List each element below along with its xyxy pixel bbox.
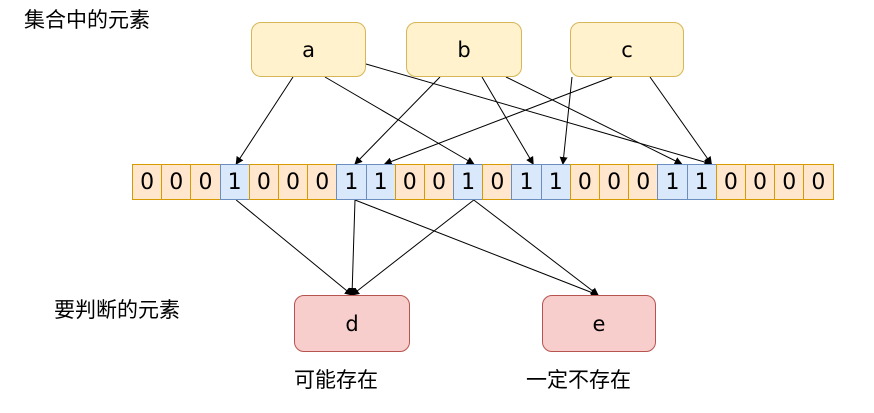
bit-cell: 0 [482,164,513,200]
bit-cell: 0 [774,164,805,200]
arrow-bit-to-d [348,199,357,296]
bit-cell: 0 [628,164,659,200]
maybe-exists-label: 可能存在 [294,368,378,392]
arrow-bit-to-e [354,199,599,297]
bit-cell: 0 [307,164,338,200]
query-element-d: d [294,295,410,352]
bit-cell: 0 [744,164,776,200]
bit-cell: 0 [423,164,455,200]
bit-cell: 1 [453,164,484,200]
arrow-b-to-bit [505,76,683,165]
bit-cell: 0 [190,164,221,200]
bit-cell: 0 [248,164,279,200]
arrow-bit-to-d [351,199,475,296]
arrow-b-to-bit [354,76,441,165]
set-element-b: b [406,22,522,77]
bit-cell: 0 [132,164,163,200]
definitely-not-exists-label: 一定不存在 [526,368,631,392]
bit-cell: 0 [394,164,425,200]
arrow-b-to-bit [481,76,534,165]
arrow-c-to-bit [383,76,613,166]
arrow-c-to-bit [649,76,712,165]
set-element-c: c [570,22,684,77]
arrow-a-to-bit [324,76,475,165]
bit-cell: 1 [511,164,542,200]
bit-cell: 1 [657,164,688,200]
query-elements-label: 要判断的元素 [54,298,180,322]
bit-cell: 1 [540,164,571,200]
bit-cell: 1 [686,164,717,200]
bit-cell: 0 [161,164,192,200]
arrow-a-to-bit [365,63,713,166]
bit-cell: 0 [715,164,746,200]
arrow-bit-to-e [473,199,599,296]
set-element-a: a [251,22,366,77]
bit-cell: 1 [336,164,367,200]
arrow-c-to-bit [559,76,573,165]
query-element-e: e [542,295,656,352]
bit-cell: 1 [219,164,250,200]
bit-cell: 0 [803,164,834,200]
arrow-bit-to-d [235,199,353,296]
bit-cell: 1 [365,164,396,200]
bit-cell: 0 [277,164,309,200]
set-elements-label: 集合中的元素 [24,8,150,32]
arrow-a-to-bit [235,76,294,165]
bit-cell: 0 [569,164,600,200]
bit-cell: 0 [599,164,630,200]
